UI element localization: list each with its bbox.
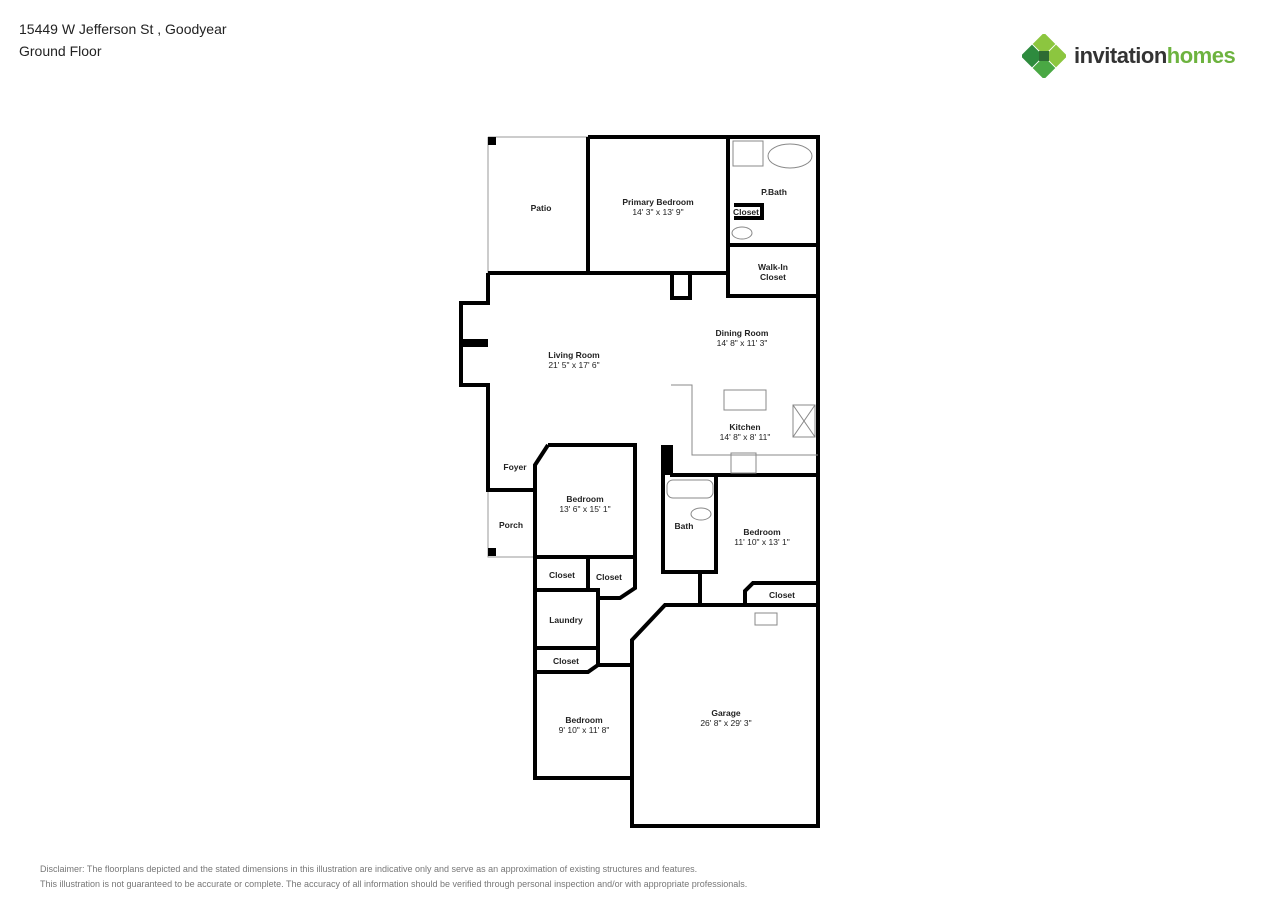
room-closet-b: Closet	[596, 572, 622, 582]
room-bedroom-1: Bedroom	[566, 494, 604, 504]
room-dims: 21' 5" x 17' 6"	[548, 360, 599, 370]
toilet-icon	[690, 507, 712, 521]
room-closet-c: Closet	[769, 590, 795, 600]
outdoor-outlines	[487, 136, 588, 558]
room-dims: 9' 10" x 11' 8"	[559, 725, 610, 735]
room-bedroom-3: Bedroom	[565, 715, 603, 725]
room-garage: Garage	[711, 708, 741, 718]
room-dims: 26' 8" x 29' 3"	[700, 718, 751, 728]
room-laundry: Laundry	[549, 615, 583, 625]
room-dims: 13' 6" x 15' 1"	[559, 504, 610, 514]
room-bath: Bath	[675, 521, 694, 531]
logo-leaf-icon	[1022, 34, 1066, 78]
garage-fixture	[754, 612, 778, 626]
walls	[459, 135, 820, 828]
post	[488, 137, 496, 145]
fixtures	[666, 140, 818, 626]
kitchen-island	[723, 389, 767, 411]
room-walk-in-closet-2: Closet	[760, 272, 786, 282]
room-closet-a: Closet	[549, 570, 575, 580]
logo-wordmark: invitationhomes	[1074, 43, 1236, 68]
room-bedroom-2: Bedroom	[743, 527, 781, 537]
floor-label: Ground Floor	[19, 43, 102, 59]
room-walk-in-closet: Walk-In	[758, 262, 788, 272]
room-foyer: Foyer	[503, 462, 527, 472]
disclaimer-line-1: Disclaimer: The floorplans depicted and …	[40, 864, 698, 874]
room-p-bath: P.Bath	[761, 187, 787, 197]
room-primary-bedroom: Primary Bedroom	[622, 197, 694, 207]
wall-column	[663, 445, 673, 475]
room-porch: Porch	[499, 520, 523, 530]
room-dining: Dining Room	[716, 328, 769, 338]
refrigerator-icon	[792, 404, 816, 438]
disclaimer-line-2: This illustration is not guaranteed to b…	[40, 879, 748, 889]
room-dims: 14' 8" x 8' 11"	[720, 432, 771, 442]
room-living: Living Room	[548, 350, 600, 360]
room-dims: 11' 10" x 13' 1"	[734, 537, 789, 547]
post	[488, 548, 496, 556]
room-p-closet: Closet	[733, 207, 759, 217]
property-address: 15449 W Jefferson St , Goodyear	[19, 21, 227, 37]
room-dims: 14' 8" x 11' 3"	[717, 338, 768, 348]
room-kitchen: Kitchen	[729, 422, 760, 432]
bathtub-icon	[767, 143, 813, 169]
room-closet-d: Closet	[553, 656, 579, 666]
shower-icon	[732, 140, 764, 167]
room-labels: Patio Primary Bedroom 14' 3" x 13' 9" P.…	[499, 187, 795, 735]
room-patio: Patio	[531, 203, 552, 213]
stove-icon	[730, 452, 757, 474]
invitation-homes-logo: invitationhomes	[1022, 34, 1236, 78]
bathtub-icon	[666, 479, 714, 499]
room-dims: 14' 3" x 13' 9"	[632, 207, 683, 217]
toilet-icon	[731, 226, 753, 240]
